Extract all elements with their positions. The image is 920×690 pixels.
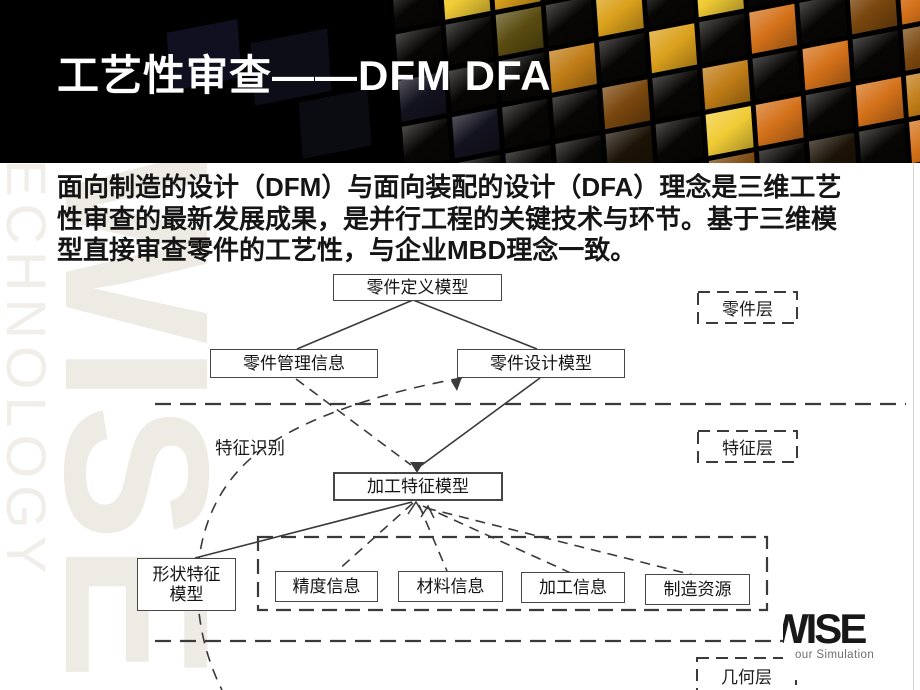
node-machining-feature-model: 加工特征模型 [333, 472, 503, 501]
mosaic-tile [752, 50, 801, 101]
mosaic-tile [649, 23, 698, 74]
mosaic-tile [392, 0, 441, 30]
mosaic-tile [758, 142, 807, 163]
mbd-bold-text: MBD [447, 235, 507, 265]
mosaic-tile [645, 0, 694, 28]
node-part-definition-model: 零件定义模型 [333, 274, 502, 301]
mosaic-tile [802, 40, 851, 91]
label-feature-layer: 特征层 [722, 439, 773, 458]
mosaic-tile [555, 135, 604, 163]
mosaic-tile [452, 108, 501, 159]
mosaic-tile [595, 0, 644, 37]
page-title: 工艺性审查——DFM DFA [57, 52, 552, 99]
mosaic-tile [655, 115, 704, 163]
mosaic-tile [705, 105, 754, 156]
node-part-design-model: 零件设计模型 [457, 349, 625, 378]
intro-paragraph: 面向制造的设计（DFM）与面向装配的设计（DFA）理念是三维工艺 性审查的最新发… [57, 172, 841, 267]
watermark-technology-text: TECHNOLOGY [0, 118, 58, 581]
node-machining-info: 加工信息 [521, 572, 625, 603]
shape-feature-line1: 形状特征 [152, 564, 221, 584]
node-shape-feature-model: 形状特征 模型 [137, 558, 236, 611]
mosaic-tile [699, 13, 748, 64]
paragraph-line-1: 面向制造的设计（DFM）与面向装配的设计（DFA）理念是三维工艺 [57, 172, 842, 202]
mosaic-tile [652, 69, 701, 120]
mosaic-tile [852, 30, 901, 81]
mosaic-tile [505, 144, 554, 163]
right-edge-line [913, 163, 914, 690]
mosaic-tile [548, 42, 597, 93]
mosaic-tile [552, 88, 601, 139]
mosaic-tile [909, 113, 920, 163]
mosaic-tile [545, 0, 594, 47]
paragraph-line-2: 性审查的最新发展成果，是并行工程的关键技术与环节。基于三维模 [57, 203, 838, 234]
mosaic-tile [899, 0, 920, 25]
node-part-management-info: 零件管理信息 [210, 349, 378, 378]
mosaic-tile [755, 96, 804, 147]
mosaic-tile [605, 125, 654, 163]
label-part-layer: 零件层 [722, 300, 773, 319]
mosaic-tile [602, 79, 651, 130]
mosaic-tile [799, 0, 848, 45]
wise-logo-text: WISE [783, 606, 867, 652]
node-manufacturing-resource: 制造资源 [645, 574, 750, 605]
node-material-info: 材料信息 [398, 571, 503, 602]
mosaic-tile [702, 59, 751, 110]
shape-feature-line2: 模型 [169, 584, 204, 604]
mosaic-tile [401, 118, 451, 163]
node-precision-info: 精度信息 [275, 571, 378, 602]
annotation-feature-recognition: 特征识别 [215, 438, 285, 458]
wise-logo: WISE our Simulation [783, 606, 879, 680]
diagram-lines [155, 291, 906, 690]
mosaic-tile [805, 86, 854, 137]
mosaic-tile [855, 76, 904, 127]
paragraph-line-3: 型直接审查零件的工艺性，与企业MBD理念一致。 [57, 235, 637, 265]
mosaic-tile [849, 0, 898, 35]
mosaic-tile [808, 132, 857, 163]
mosaic-tile [502, 98, 551, 149]
mosaic-tile [599, 32, 648, 83]
mosaic-tile [905, 67, 920, 118]
mosaic-tile [749, 3, 798, 54]
mosaic-tile [902, 20, 920, 71]
slide-header: 工艺性审查——DFM DFA [0, 0, 920, 163]
wise-logo-tagline: our Simulation [795, 649, 875, 661]
label-geometry-layer: 几何层 [721, 667, 772, 687]
mosaic-tile [859, 123, 908, 163]
